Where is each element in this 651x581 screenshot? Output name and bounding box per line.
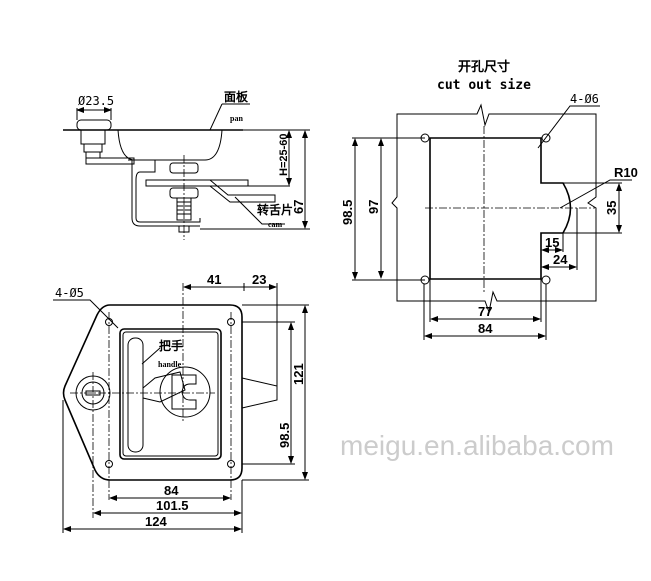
cutout-dim-98-5: 98.5 <box>340 200 355 225</box>
cutout-title-cn: 开孔尺寸 <box>458 59 510 75</box>
cutout-dim-77: 77 <box>478 304 492 319</box>
cutout-dim-24: 24 <box>553 252 568 267</box>
cutout-dim-15: 15 <box>545 235 559 250</box>
radius-label: R10 <box>614 165 638 180</box>
cutout-title-en: cut out size <box>437 78 531 93</box>
height-range-label: H=25-60 <box>278 133 290 176</box>
front-view: 4-Ø5 把手 handle 41 23 98.5 121 84 101.5 1… <box>53 272 309 533</box>
handle-label-cn: 把手 <box>159 338 183 353</box>
cam-label-cn: 转舌片 <box>257 202 293 217</box>
cutout-dim-97: 97 <box>366 200 381 214</box>
front-dim-121: 121 <box>291 363 306 385</box>
diameter-label: Ø23.5 <box>78 94 114 108</box>
cam-label-en: cam <box>268 220 283 229</box>
front-holes-label: 4-Ø5 <box>55 286 84 300</box>
cutout-view: 开孔尺寸 cut out size 4-Ø6 R10 98.5 97 35 15… <box>340 59 638 340</box>
front-dim-98-5: 98.5 <box>277 423 292 448</box>
front-dim-124: 124 <box>145 514 167 529</box>
cutout-dim-84: 84 <box>478 321 493 336</box>
handle-label-en: handle <box>158 360 182 369</box>
panel-label-cn: 面板 <box>224 89 249 104</box>
overall-height-label: 67 <box>291 200 306 214</box>
front-dim-101-5: 101.5 <box>156 498 189 513</box>
panel-label-en: pan <box>230 114 243 123</box>
cutout-holes-label: 4-Ø6 <box>570 92 599 106</box>
front-dim-84: 84 <box>164 483 179 498</box>
front-dim-23: 23 <box>252 272 266 287</box>
front-dim-41: 41 <box>207 272 221 287</box>
cutout-dim-35: 35 <box>604 201 619 215</box>
watermark: meigu.en.alibaba.com <box>340 430 614 461</box>
side-view: Ø23.5 面板 pan H=25-60 67 转舌片 cam <box>63 89 310 240</box>
